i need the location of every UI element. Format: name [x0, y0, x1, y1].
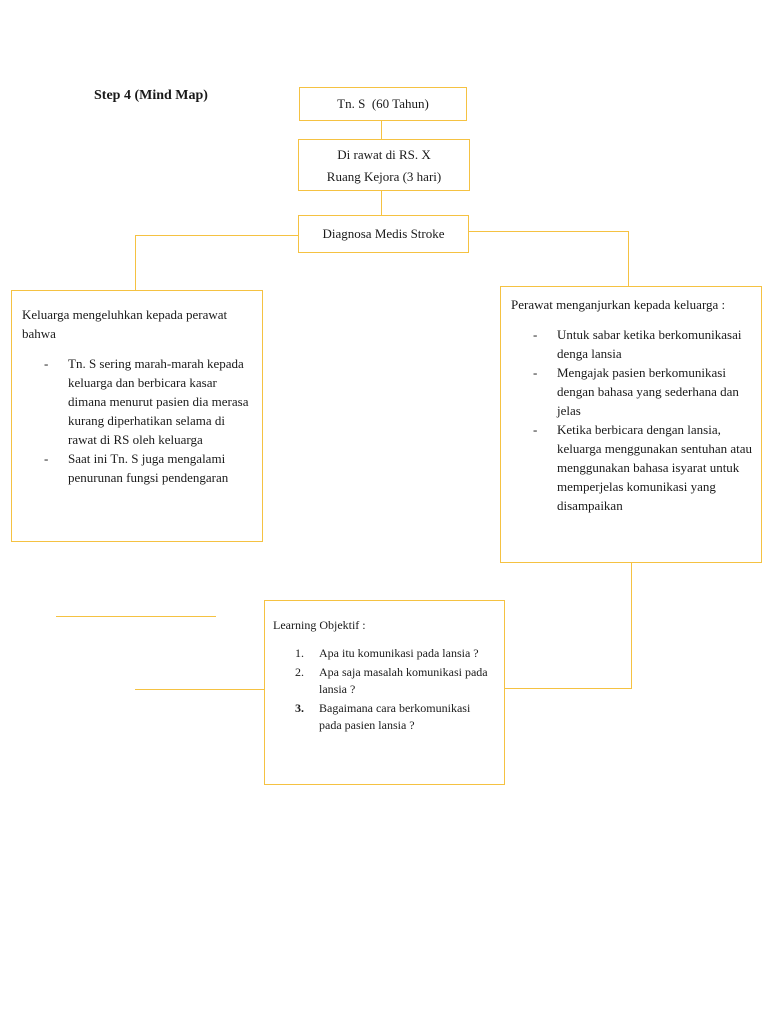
list-item: 3. Bagaimana cara berkomunikasi pada pasi… [273, 700, 490, 735]
learning-objectives-box: Learning Objektif : 1. Apa itu komunikasi… [264, 600, 505, 785]
number-marker: 3. [295, 700, 304, 715]
list-item-text: Apa itu komunikasi pada lansia ? [319, 646, 479, 660]
separator-line [56, 616, 216, 618]
connector-right-down [631, 562, 633, 689]
bullet-marker: - [44, 356, 49, 371]
list-item-text: Untuk sabar ketika berkomunikasai denga … [557, 327, 742, 361]
nurse-advice-box: Perawat menganjurkan kepada keluarga : -… [500, 286, 762, 563]
list-item-text: Ketika berbicara dengan lansia, keluarga… [557, 422, 753, 513]
care-node: Di rawat di RS. X Ruang Kejora (3 hari) [298, 139, 470, 191]
list-item: - Ketika berbicara dengan lansia, keluarg… [511, 420, 753, 515]
care-location: Di rawat di RS. X [337, 147, 431, 162]
bullet-marker: - [533, 422, 538, 437]
list-item-text: Saat ini Tn. S juga mengalami penurunan … [68, 451, 229, 485]
learning-objectives-heading: Learning Objektif : [273, 618, 366, 632]
nurse-advice-heading: Perawat menganjurkan kepada keluarga : [511, 297, 726, 312]
connector-diagnosis-left-h [135, 235, 299, 237]
connector-objectives-right [504, 688, 632, 690]
list-item-text: Mengajak pasien berkomunikasi dengan bah… [557, 365, 739, 418]
connector-objectives-left [135, 689, 264, 691]
diagnosis-label: Diagnosa Medis Stroke [322, 226, 445, 241]
list-item: 1. Apa itu komunikasi pada lansia ? [273, 645, 490, 663]
number-marker: 1. [295, 646, 304, 660]
connector-left-v [135, 235, 137, 290]
diagnosis-node: Diagnosa Medis Stroke [298, 215, 469, 253]
learning-objectives-list: 1. Apa itu komunikasi pada lansia ? 2. Apa… [273, 645, 490, 735]
family-complaints-box: Keluarga mengeluhkan kepada perawat bahw… [11, 290, 263, 542]
care-room: Ruang Kejora (3 hari) [326, 169, 442, 184]
list-item-text: Apa saja masalah komunikasi pada lansia … [319, 664, 488, 697]
bullet-marker: - [533, 327, 538, 342]
number-marker: 2. [295, 664, 304, 679]
list-item: - Untuk sabar ketika berkomunikasai denga… [511, 325, 753, 363]
list-item-text: Tn. S sering marah-marah kepada keluarga… [68, 356, 249, 447]
page-title: Step 4 (Mind Map) [94, 88, 208, 103]
list-item: - Tn. S sering marah-marah kepada keluarg… [22, 354, 254, 449]
family-complaints-heading: Keluarga mengeluhkan kepada perawat bahw… [22, 307, 228, 341]
connector-diagnosis-right-h [468, 231, 629, 233]
bullet-marker: - [44, 451, 49, 466]
patient-node: Tn. S (60 Tahun) [299, 87, 467, 121]
family-complaints-list: - Tn. S sering marah-marah kepada keluarg… [22, 354, 254, 487]
connector-care-diagnosis [381, 190, 383, 215]
list-item: - Saat ini Tn. S juga mengalami penurunan… [22, 449, 254, 487]
list-item-text: Bagaimana cara berkomunikasi pada pasien… [319, 700, 471, 733]
patient-label: Tn. S (60 Tahun) [337, 96, 429, 111]
nurse-advice-list: - Untuk sabar ketika berkomunikasai denga… [511, 325, 753, 515]
connector-right-v [628, 231, 630, 286]
bullet-marker: - [533, 365, 538, 380]
list-item: - Mengajak pasien berkomunikasi dengan ba… [511, 363, 753, 420]
connector-patient-care [381, 120, 383, 139]
list-item: 2. Apa saja masalah komunikasi pada lansi… [273, 664, 490, 699]
